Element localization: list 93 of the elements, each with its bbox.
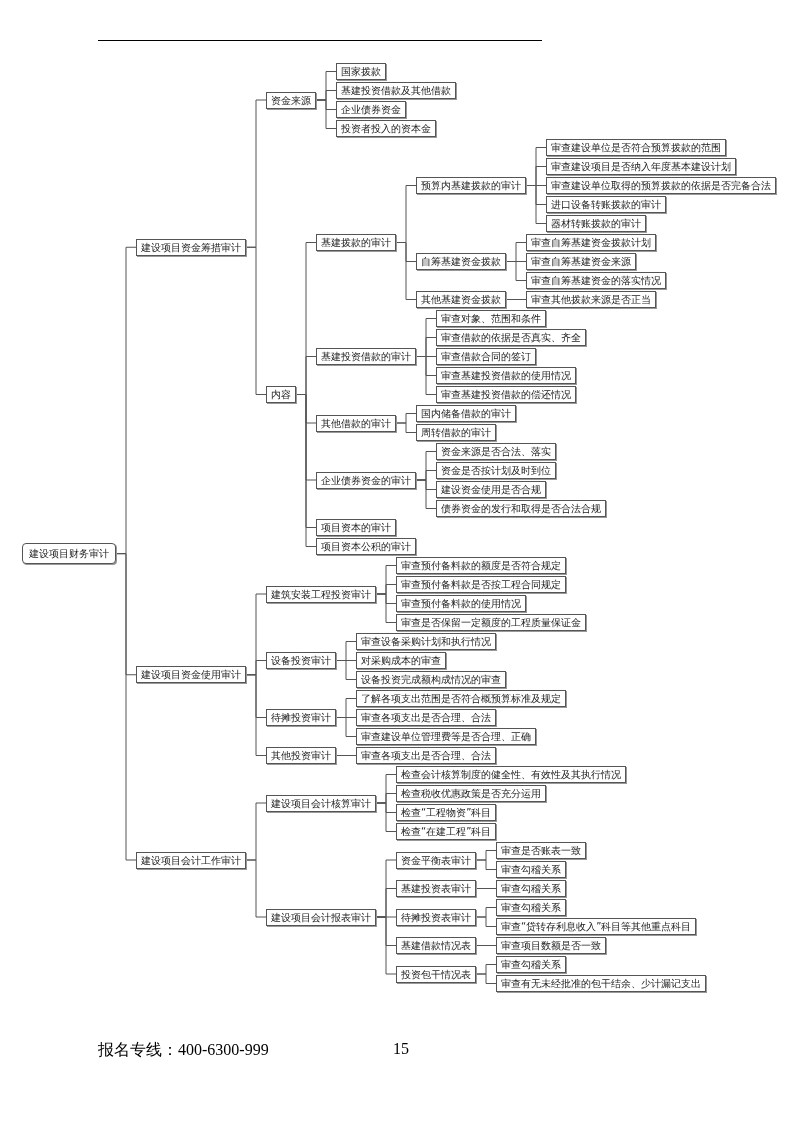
topic-box: 国内储备借款的审计	[416, 405, 516, 422]
topic-box: 设备投资完成额构成情况的审查	[356, 671, 506, 688]
page-number: 15	[393, 1040, 409, 1058]
topic-box: 审查有无未经批准的包干结余、少计漏记支出	[496, 975, 706, 992]
topic-box: 审查对象、范围和条件	[436, 310, 546, 327]
topic-box: 资金来源	[266, 91, 316, 109]
topic-box: 建设项目资金使用审计	[136, 666, 246, 684]
topic-box: 待摊投资审计	[266, 709, 336, 726]
connector-line	[475, 973, 497, 984]
topic-box: 建设项目会计工作审计	[136, 851, 246, 869]
topic-box: 审查预付备料款的使用情况	[396, 595, 526, 612]
topic-box: 审查勾稽关系	[496, 861, 566, 878]
topic-box: 器材转账拨款的审计	[546, 215, 646, 232]
topic-box: 其他投资审计	[266, 747, 336, 764]
topic-box: 审查自筹基建资金的落实情况	[526, 272, 666, 289]
topic-box: 债券资金的发行和取得是否合法合规	[436, 500, 606, 517]
connector-line	[475, 945, 497, 946]
connector-line	[315, 99, 337, 129]
connector-line	[475, 888, 497, 889]
topic-box: 审查其他拨款来源是否正当	[526, 291, 656, 308]
topic-box: 基建借款情况表	[396, 937, 476, 954]
connector-line	[415, 479, 437, 509]
connector-line	[335, 755, 357, 756]
topic-box: 审查是否保留一定额度的工程质量保证金	[396, 614, 586, 631]
connector-line	[375, 802, 397, 832]
topic-box: 建筑安装工程投资审计	[266, 585, 376, 603]
topic-box: 检查“工程物资”科目	[396, 804, 497, 821]
topic-box: 审查建设项目是否纳入年度基本建设计划	[546, 158, 736, 175]
topic-box: 投资者投入的资本金	[336, 120, 436, 137]
topic-box: 审查预付备料款是否按工程合同规定	[396, 576, 566, 593]
topic-box: 审查借款的依据是否真实、齐全	[436, 329, 586, 346]
topic-box: 审查勾稽关系	[496, 956, 566, 973]
topic-box: 审查勾稽关系	[496, 899, 566, 916]
root-topic-box: 建设项目财务审计	[22, 543, 116, 565]
topic-box: 审查自筹基建资金来源	[526, 253, 636, 270]
topic-box: 国家拨款	[336, 63, 386, 80]
topic-box: 其他基建资金拨款	[416, 291, 506, 308]
topic-box: 基建投资借款及其他借款	[336, 82, 456, 99]
topic-box: 其他借款的审计	[316, 414, 396, 432]
topic-box: 审查项目数额是否一致	[496, 937, 606, 954]
topic-box: 资金平衡表审计	[396, 851, 476, 869]
topic-box: 自筹基建资金拨款	[416, 253, 506, 270]
topic-box: 对采购成本的审查	[356, 652, 446, 669]
topic-box: 检查“在建工程”科目	[396, 823, 497, 840]
topic-box: 建设资金使用是否合规	[436, 481, 546, 498]
topic-box: 了解各项支出范围是否符合概预算标准及规定	[356, 690, 566, 707]
topic-box: 审查建设单位管理费等是否合理、正确	[356, 728, 536, 745]
connector-line	[245, 674, 267, 756]
connector-line	[115, 553, 137, 861]
topic-box: 审查设备采购计划和执行情况	[356, 633, 496, 650]
topic-box: 审查各项支出是否合理、合法	[356, 709, 496, 726]
topic-box: 基建投资借款的审计	[316, 348, 416, 365]
topic-box: 审查自筹基建资金拨款计划	[526, 234, 656, 251]
topic-box: 审查借款合同的签订	[436, 348, 536, 365]
connector-line	[395, 422, 417, 433]
connector-line	[245, 246, 267, 395]
topic-box: 设备投资审计	[266, 652, 336, 669]
topic-box: 审查“贷转存利息收入”科目等其他重点科目	[496, 918, 697, 935]
topic-box: 建设项目会计报表审计	[266, 908, 376, 926]
topic-box: 审查建设单位是否符合预算拨款的范围	[546, 139, 726, 156]
topic-box: 审查各项支出是否合理、合法	[356, 747, 496, 764]
connector-line	[475, 859, 497, 870]
topic-box: 项目资本的审计	[316, 519, 396, 536]
topic-box: 预算内基建拨款的审计	[416, 177, 526, 194]
topic-box: 资金来源是否合法、落实	[436, 443, 556, 460]
connector-line	[415, 356, 437, 395]
connector-line	[525, 185, 547, 224]
topic-box: 建设项目会计核算审计	[266, 794, 376, 812]
topic-box: 审查预付备料款的额度是否符合规定	[396, 557, 566, 574]
topic-box: 周转借款的审计	[416, 424, 496, 441]
topic-box: 投资包干情况表	[396, 965, 476, 983]
topic-box: 建设项目资金筹措审计	[136, 238, 246, 256]
topic-box: 企业债券资金	[336, 101, 406, 118]
connector-line	[505, 299, 527, 300]
connector-line	[375, 593, 397, 623]
topic-box: 资金是否按计划及时到位	[436, 462, 556, 479]
topic-box: 待摊投资表审计	[396, 908, 476, 926]
topic-box: 进口设备转账拨款的审计	[546, 196, 666, 213]
topic-box: 审查基建投资借款的使用情况	[436, 367, 576, 384]
connector-line	[245, 859, 267, 918]
topic-box: 项目资本公积的审计	[316, 538, 416, 555]
connector-line	[475, 916, 497, 927]
topic-box: 检查会计核算制度的健全性、有效性及其执行情况	[396, 766, 626, 783]
topic-box: 检查税收优惠政策是否充分运用	[396, 785, 546, 802]
topic-box: 企业债券资金的审计	[316, 471, 416, 489]
topic-box: 审查建设单位取得的预算拨款的依据是否完备合法	[546, 177, 776, 194]
topic-box: 审查勾稽关系	[496, 880, 566, 897]
topic-box: 审查是否账表一致	[496, 842, 586, 859]
topic-box: 审查基建投资借款的偿还情况	[436, 386, 576, 403]
topic-box: 基建拨款的审计	[316, 234, 396, 251]
hotline-text: 报名专线：400-6300-999	[98, 1040, 269, 1060]
topic-box: 内容	[266, 386, 296, 403]
topic-box: 基建投资表审计	[396, 880, 476, 897]
